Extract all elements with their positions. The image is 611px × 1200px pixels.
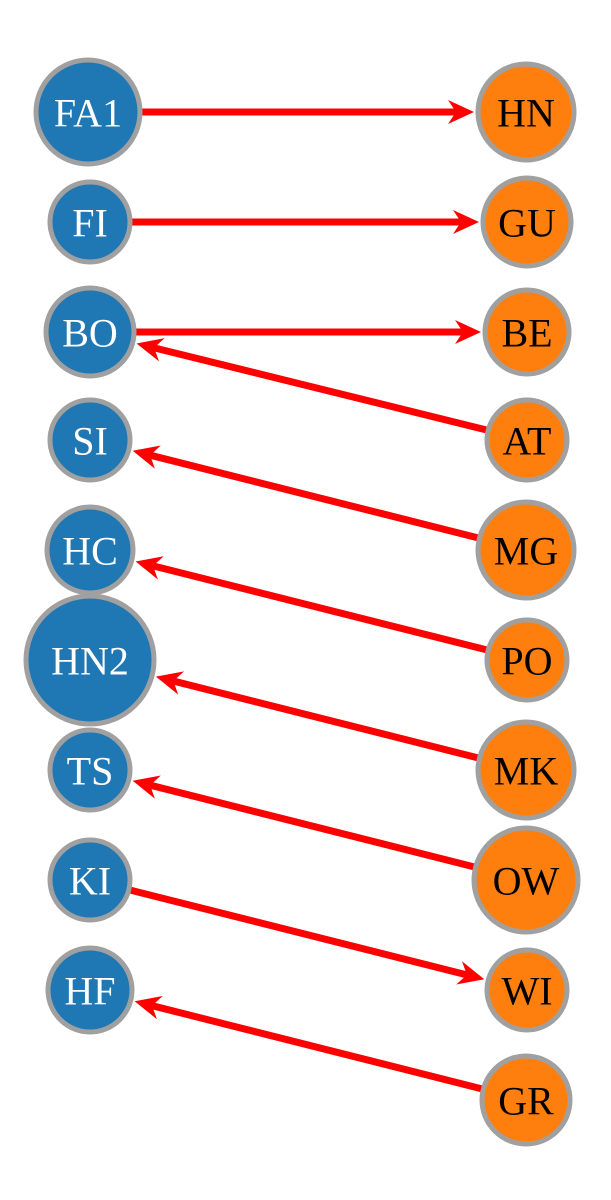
node-mk: MK xyxy=(475,719,577,821)
edge-arrowhead xyxy=(155,671,185,695)
node-mg: MG xyxy=(475,499,577,601)
node-label: HN xyxy=(497,91,555,136)
edge-line xyxy=(145,450,483,543)
edge-arrowhead xyxy=(132,445,161,469)
node-circle xyxy=(484,617,570,703)
node-circle xyxy=(482,287,572,377)
node-circle xyxy=(23,593,157,727)
node-ts: TS xyxy=(47,727,133,813)
node-label: BO xyxy=(62,311,118,356)
node-label: GR xyxy=(498,1079,554,1124)
node-si: SI xyxy=(47,397,133,483)
node-circle xyxy=(480,175,574,269)
node-hf: HF xyxy=(45,945,135,1035)
edge-ki-to-wi xyxy=(125,885,485,985)
node-gu: GU xyxy=(480,175,574,269)
node-circle xyxy=(479,1053,573,1147)
node-ow: OW xyxy=(471,825,581,935)
edge-ow-to-ts xyxy=(132,775,479,872)
edge-arrowhead xyxy=(136,338,165,362)
node-circle xyxy=(33,57,143,167)
node-label: FI xyxy=(72,201,108,246)
node-hn: HN xyxy=(475,61,577,163)
node-be: BE xyxy=(482,287,572,377)
node-label: HF xyxy=(64,969,115,1014)
edge-line xyxy=(125,885,472,980)
node-label: OW xyxy=(493,859,560,904)
node-circle xyxy=(475,61,577,163)
edge-fa1-to-hn xyxy=(138,100,474,124)
node-hc: HC xyxy=(44,504,136,596)
node-circle xyxy=(44,504,136,596)
edge-line xyxy=(148,561,492,655)
edge-fi-to-gu xyxy=(128,210,479,234)
edge-line xyxy=(145,780,479,872)
edge-arrowhead xyxy=(453,210,479,234)
node-label: KI xyxy=(69,859,111,904)
node-label: FA1 xyxy=(54,91,122,136)
edge-bo-to-be xyxy=(132,320,481,344)
node-circle xyxy=(47,837,133,923)
node-at: AT xyxy=(484,397,570,483)
node-fa1: FA1 xyxy=(33,57,143,167)
node-label: HN2 xyxy=(51,639,129,684)
node-label: TS xyxy=(67,749,114,794)
edge-line xyxy=(168,676,483,763)
node-label: HC xyxy=(62,529,118,574)
node-wi: WI xyxy=(484,947,570,1033)
node-label: GU xyxy=(498,201,556,246)
node-circle xyxy=(47,727,133,813)
node-label: BE xyxy=(501,311,552,356)
node-circle xyxy=(471,825,581,935)
edge-arrowhead xyxy=(448,100,474,124)
node-circle xyxy=(484,397,570,483)
node-label: WI xyxy=(501,969,552,1014)
edge-mk-to-hn2 xyxy=(155,671,483,763)
edge-arrowhead xyxy=(134,996,163,1020)
node-label: MK xyxy=(494,749,559,794)
edge-mg-to-si xyxy=(132,445,483,543)
node-circle xyxy=(47,179,133,265)
node-gr: GR xyxy=(479,1053,573,1147)
edge-layer xyxy=(125,100,492,1094)
edge-arrowhead xyxy=(455,320,481,344)
edge-line xyxy=(149,343,491,435)
edge-po-to-hc xyxy=(135,556,492,655)
node-circle xyxy=(475,499,577,601)
node-ki: KI xyxy=(47,837,133,923)
node-label: PO xyxy=(501,639,552,684)
edge-arrowhead xyxy=(135,556,164,580)
edge-arrowhead xyxy=(456,961,485,985)
node-hn2: HN2 xyxy=(23,593,157,727)
node-circle xyxy=(45,945,135,1035)
node-label: SI xyxy=(72,419,108,464)
node-label: AT xyxy=(503,419,552,464)
node-bo: BO xyxy=(43,285,137,379)
edge-gr-to-hf xyxy=(134,996,487,1094)
node-po: PO xyxy=(484,617,570,703)
node-circle xyxy=(484,947,570,1033)
node-circle xyxy=(47,397,133,483)
node-circle xyxy=(475,719,577,821)
edge-arrowhead xyxy=(132,775,161,799)
node-label: MG xyxy=(494,529,558,574)
node-fi: FI xyxy=(47,179,133,265)
edge-at-to-bo xyxy=(136,338,491,435)
node-circle xyxy=(43,285,137,379)
edge-line xyxy=(147,1001,487,1094)
